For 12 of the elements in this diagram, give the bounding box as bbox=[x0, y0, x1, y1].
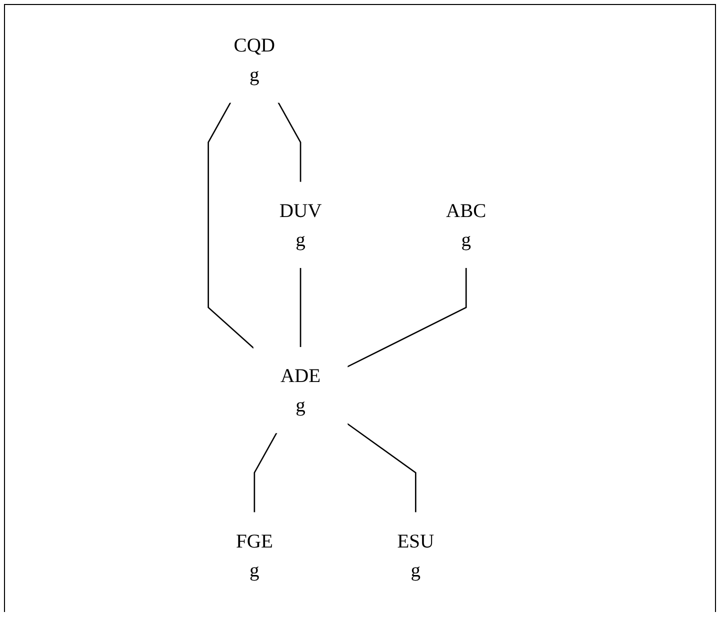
node-text: ABC g bbox=[446, 199, 486, 251]
node-text: ESU g bbox=[397, 530, 434, 582]
connector bbox=[278, 102, 302, 182]
connector bbox=[346, 268, 467, 368]
node-text: DUV g bbox=[279, 199, 322, 251]
connector bbox=[346, 423, 416, 513]
connector bbox=[300, 268, 302, 348]
connector bbox=[208, 102, 254, 349]
connector bbox=[254, 432, 278, 513]
node-text: ADE g bbox=[280, 364, 321, 416]
node-text: CQD g bbox=[234, 34, 276, 86]
node-text: FGE g bbox=[236, 530, 273, 582]
